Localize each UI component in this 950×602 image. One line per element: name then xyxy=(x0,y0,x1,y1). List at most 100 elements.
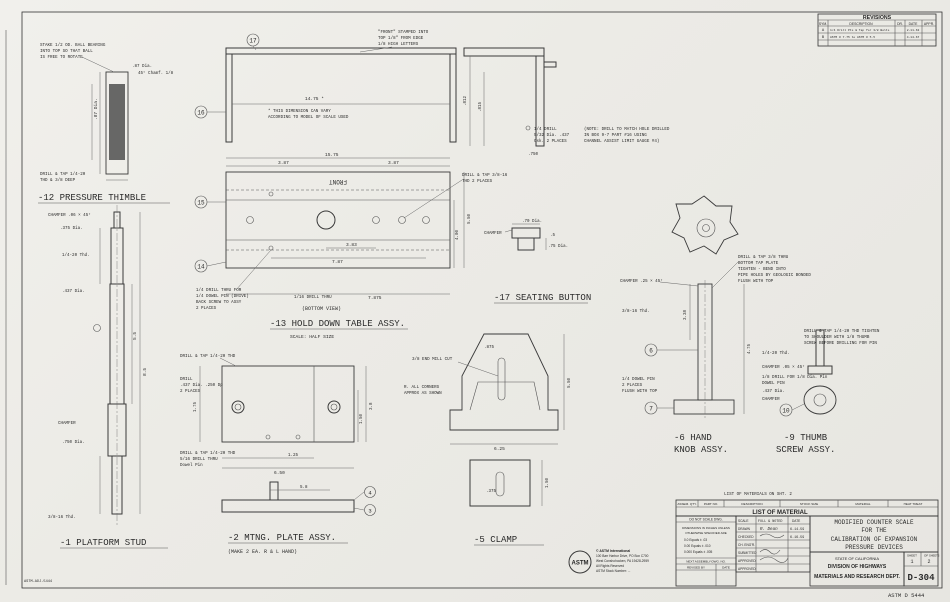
table-dim-787: 7.87 xyxy=(332,259,343,265)
button-dim-70: .70 Dia. xyxy=(522,219,542,224)
title-line-4: PRESSURE DEVICES xyxy=(845,544,903,551)
clamp-dim-150: 1.50 xyxy=(546,477,550,488)
plate2-note-tap-bottom: DRILL & TAP 1/4-20 THD xyxy=(180,451,236,456)
astm-logo xyxy=(568,550,592,574)
thumb-title-2: SCREW ASSY. xyxy=(776,445,835,455)
rev-header-appr: APPR. xyxy=(924,22,934,26)
lom-header: LIST OF MATERIAL xyxy=(752,510,808,516)
sheet-label: SHEET xyxy=(907,554,917,558)
thimble-note-chamf: 45° Chamf. 1/8 xyxy=(138,71,174,76)
sig-approved-label-2: APPROVED xyxy=(738,567,756,571)
rev-row-b-date: 4-14-67 xyxy=(907,36,920,39)
sig-drawn-value: R. Dean xyxy=(760,528,778,532)
plate16-dim-length: 14.75 * xyxy=(305,96,324,102)
plate2-dim-125: 1.25 xyxy=(288,454,299,458)
table-dim-550: 5.50 xyxy=(468,213,472,224)
stud-note-thd-top: 1/4-20 Thd. xyxy=(62,253,90,258)
knob-note-5: FLUSH WITH TOP xyxy=(738,280,774,284)
plate16-note-drill-3: Csk. 2 PLACES xyxy=(534,139,567,144)
sig-drawn-date: 6-14-59 xyxy=(790,528,804,532)
plate16-note-drill-2: 5/32 Dia. .437 xyxy=(534,133,570,138)
knob-note-2: BOTTOM TAP PLATE xyxy=(738,262,779,266)
signature-mark-checked xyxy=(759,533,785,539)
thumb-note-dowel: DOWEL PIN xyxy=(762,382,785,386)
lom-col-heat: HEAT TREAT xyxy=(904,502,923,506)
rev-row-b-sym: B xyxy=(822,36,825,40)
of-label: OF xyxy=(924,554,928,558)
plate2-note-drill-places: 2 PLACES xyxy=(180,390,201,394)
stud-note-chamfer-top: CHAMFER .06 × 45° xyxy=(48,213,91,218)
knob-note-thd: 3/8-16 Thd. xyxy=(622,309,650,314)
table-dim-383: 3.83 xyxy=(346,242,357,248)
tol-next-assembly: NEXT ASSEMBLY-DWG. NO. xyxy=(686,560,726,564)
sig-scale-value: FULL & NOTED xyxy=(758,520,782,524)
thimble-title: -12 PRESSURE THIMBLE xyxy=(38,193,146,203)
title-dept: MATERIALS AND RESEARCH DEPT. xyxy=(814,574,900,580)
detail-12-pressure-thimble: .87 Dia. STAKE 1/2 OD. BALL BEARING INTO… xyxy=(38,43,174,204)
knob-note-dowel: 1/4 DOWEL PIN xyxy=(622,377,655,382)
thimble-note-d: .87 Dia. xyxy=(93,98,99,120)
tol-line-1: DIMENSIONS IN INCHES UNLESS xyxy=(682,526,730,530)
rev-row-b-desc: ASTM # 7.75 to ASTM # 5.5 xyxy=(830,36,875,39)
rev-row-a-desc: 1/4 Drill Pts & Tap for 3/8 Bolts xyxy=(830,28,890,32)
plate2-dim-150: 1.50 xyxy=(360,413,364,424)
clamp-dim-375: .375 xyxy=(486,490,497,494)
thumb-note-pin: 1/8 DRILL FOR 1/8 Dia. Pin xyxy=(762,375,828,380)
thumb-note-2: TO SHOULDER WITH 1/8 THUMB xyxy=(804,335,870,340)
drawing-number: D-304 xyxy=(907,573,935,583)
rev-header-sym: SYM. xyxy=(819,22,827,26)
knob-note-4: PIPE HOLES BY GEOLOGIC BONDED xyxy=(738,274,811,278)
clamp-dim-625: 6.25 xyxy=(494,446,505,452)
title-state: STATE OF CALIFORNIA xyxy=(835,556,879,561)
astm-line-1: © ASTM International xyxy=(596,549,630,553)
thimble-note-thd: THD & 3/8 DEEP xyxy=(40,178,76,183)
title-division: DIVISION OF HIGHWAYS xyxy=(828,564,887,570)
sig-submitted-label: SUBMITTED xyxy=(738,551,757,555)
plate2-subtitle: (MAKE 2 EA. R & L HAND) xyxy=(228,549,297,555)
rev-row-a-sym: A xyxy=(822,29,825,33)
rev-header-dr: DR. xyxy=(897,22,903,26)
thimble-note-1: STAKE 1/2 OD. BALL BEARING xyxy=(40,43,106,48)
detail-13-hold-down-table: 15.75 3.87 3.87 FRONT 15 14 5.50 4.00 DR… xyxy=(194,152,508,340)
table-note-tap-2: THD 2 PLACES xyxy=(462,180,493,184)
plate16-note-vary-1: * THIS DIMENSION CAN VARY xyxy=(268,109,331,114)
sig-approved-label: APPROVED xyxy=(738,559,756,563)
table-note-dowel-3: BACK SCREW TO ASSY xyxy=(196,301,242,305)
clamp-dim-875: .875 xyxy=(484,346,495,350)
lom-col-part: PART NO. xyxy=(704,502,718,506)
sheet-border xyxy=(21,11,943,589)
clamp-dim-550: 5.50 xyxy=(568,377,572,388)
table-dim-overall: 15.75 xyxy=(325,152,339,158)
detail-6-hand-knob: 6 7 DRILL & TAP 3/8 THRU BOTTOM TAP PLAT… xyxy=(620,195,811,455)
astm-bottom-ref: ASTM D 5444 xyxy=(888,592,925,599)
astm-line-5: ASTM Stock Number: ... xyxy=(596,569,630,573)
plate2-dim-650: 6.50 xyxy=(274,470,285,476)
tol-no-scale: DO NOT SCALE DWG. xyxy=(689,518,722,522)
thimble-note-dia: .87 Dia. xyxy=(132,64,152,69)
knob-title-1: -6 HAND xyxy=(674,433,712,443)
clamp-note-approx: APPROX AS SHOWN xyxy=(404,392,442,396)
stud-note-chamfer: CHAMFER xyxy=(58,422,76,426)
lom-col-stock: STOCK SIZE xyxy=(800,502,818,506)
button-dim-5: .5 xyxy=(550,234,556,238)
sig-date-label: DATE xyxy=(792,519,800,523)
button-note-chamfer: CHAMFER xyxy=(484,232,502,236)
thimble-note-2: INTO TOP SO THAT BALL xyxy=(40,50,93,54)
table-dim-left: 3.87 xyxy=(278,160,289,166)
table-front-label: FRONT xyxy=(329,178,347,185)
stud-note-dia-437: .437 Dia. xyxy=(62,289,85,294)
plate16-dim-750: .750 xyxy=(528,153,539,157)
sig-drawn-label: DRAWN xyxy=(738,527,751,531)
plate16-note-match-3: CHANNEL ASSIST LIMIT GAUGE #4) xyxy=(584,139,659,144)
tol-line-4: 0.00 Equals ± .010 xyxy=(684,544,711,548)
astm-line-2: 100 Barr Harbor Drive, PO Box C700 xyxy=(596,554,649,558)
lom-col-desc: DESCRIPTION xyxy=(741,502,762,506)
signature-mark-submitted xyxy=(759,549,781,555)
table-note-tap-1: DRILL & TAP 3/8-16 xyxy=(462,173,508,178)
tol-line-2: OTHERWISE SPECIFIED ARE xyxy=(685,531,727,535)
plate2-note-tap-top: DRILL & TAP 1/4-20 THD xyxy=(180,354,236,359)
plate16-note-match-2: IN BOX 9-7 PART #16 USING xyxy=(584,134,647,138)
tol-line-5: 0.000 Equals ± .005 xyxy=(684,550,713,554)
